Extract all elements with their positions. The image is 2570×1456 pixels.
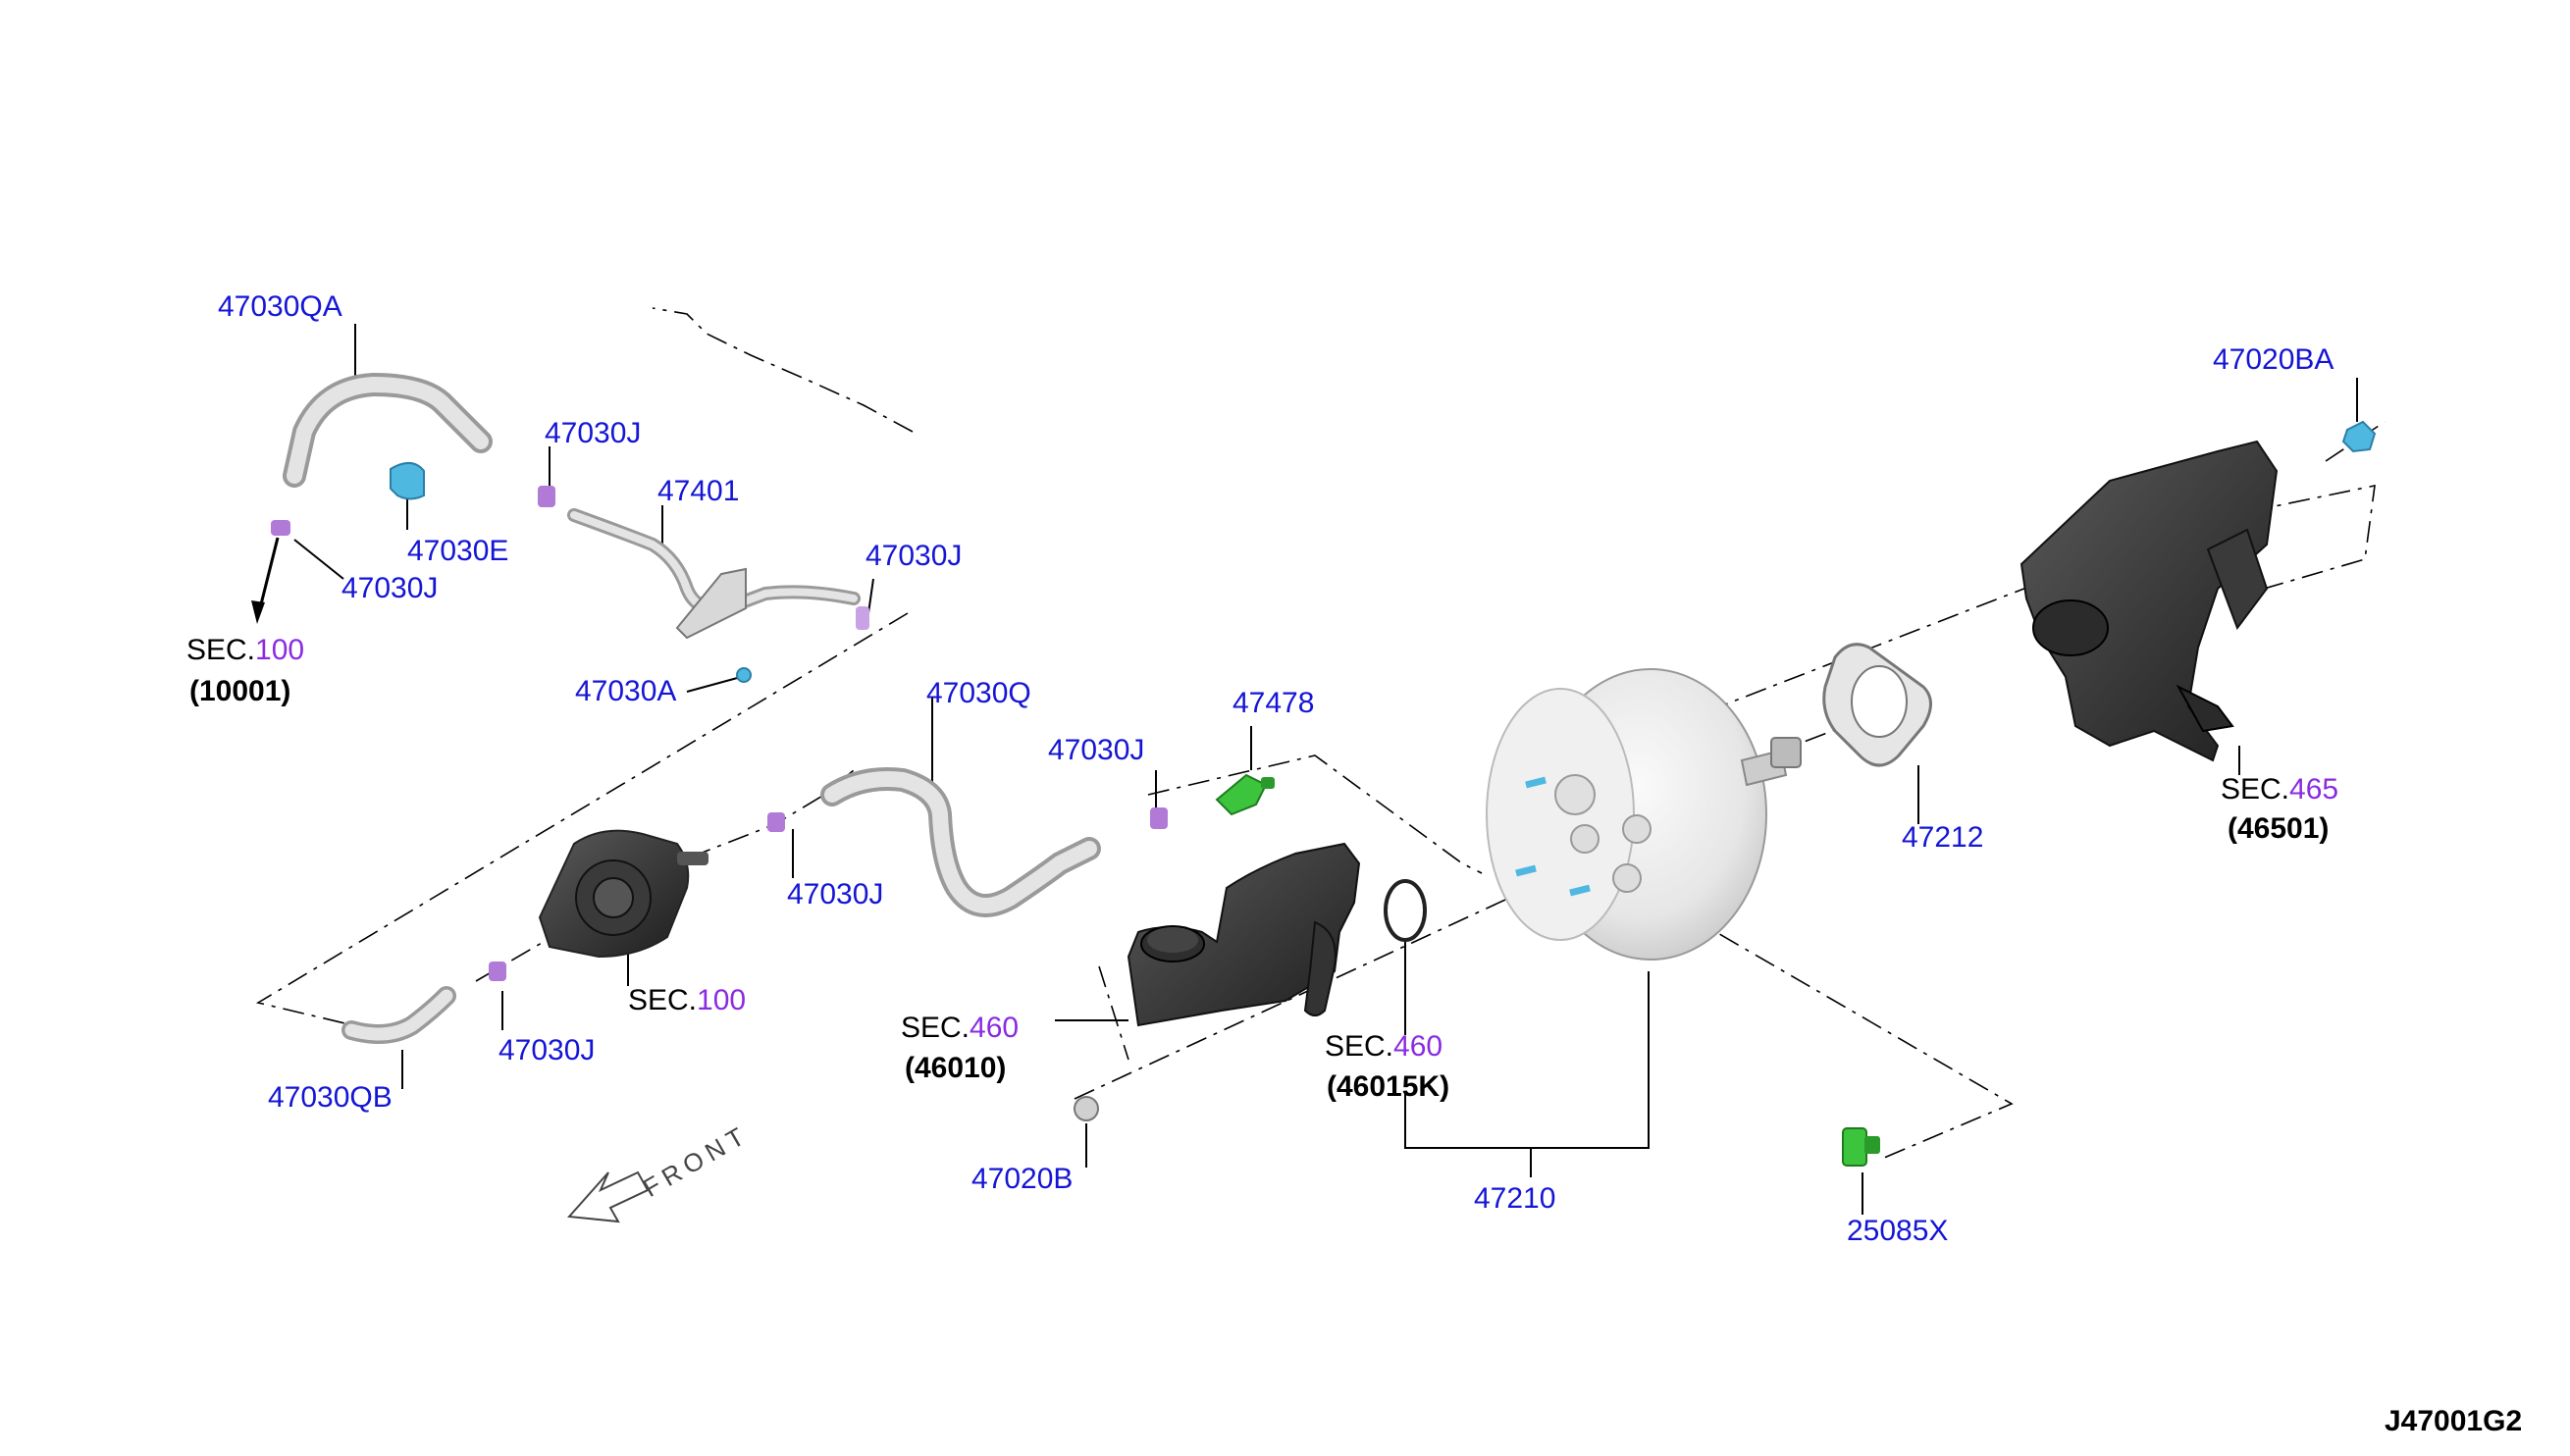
- arrow-sec100: [258, 537, 280, 609]
- label-47030A[interactable]: 47030A: [575, 675, 677, 707]
- assembly-line-sensor: [1648, 892, 2014, 1159]
- clip-47030J-c: [856, 606, 869, 630]
- label-47030QB[interactable]: 47030QB: [268, 1081, 393, 1114]
- label-47478[interactable]: 47478: [1233, 687, 1315, 719]
- label-47030J-d[interactable]: 47030J: [1048, 734, 1145, 766]
- bolt-47030A: [736, 667, 752, 683]
- leader-47210: [1404, 971, 1650, 1149]
- section-ref-460-a[interactable]: SEC.460: [901, 1012, 1019, 1045]
- label-47210[interactable]: 47210: [1474, 1182, 1556, 1215]
- hose-47030QB-highlight: [344, 989, 453, 1041]
- section-prefix: SEC.: [628, 984, 698, 1016]
- label-47212[interactable]: 47212: [1902, 821, 1984, 854]
- section-ref-100-b[interactable]: SEC.100: [628, 984, 746, 1017]
- check-valve-47478: [1215, 773, 1275, 816]
- section-number: 460: [970, 1012, 1020, 1044]
- section-ref-460-b[interactable]: SEC.460: [1325, 1030, 1442, 1064]
- section-sub-46501: (46501): [2228, 812, 2330, 845]
- o-ring: [1384, 879, 1427, 942]
- pedal-assembly: [2019, 440, 2279, 762]
- leader-47030J-c: [867, 578, 874, 614]
- clip-47030J-a: [271, 520, 290, 536]
- hose-47030Q-highlight: [824, 771, 1097, 913]
- label-47030J-a[interactable]: 47030J: [341, 572, 439, 604]
- nut-47020BA: [2341, 420, 2377, 453]
- section-ref-100-a[interactable]: SEC.100: [186, 634, 304, 667]
- leader-47030J-a: [293, 539, 344, 580]
- assembly-line-booster-lower: [1074, 887, 1532, 1100]
- label-47401[interactable]: 47401: [657, 475, 740, 507]
- leader-47030A: [686, 676, 742, 693]
- nut-47020B: [1074, 1096, 1099, 1121]
- label-47030J-f[interactable]: 47030J: [498, 1034, 596, 1066]
- section-number: 460: [1393, 1030, 1443, 1063]
- bracket-47401: [675, 567, 747, 640]
- section-sub-10001: (10001): [189, 675, 291, 707]
- assembly-line-upper: [652, 307, 914, 433]
- hose-47030QA-highlight: [287, 376, 489, 484]
- label-47020B[interactable]: 47020B: [971, 1163, 1074, 1195]
- label-47030J-c[interactable]: 47030J: [865, 540, 963, 572]
- assembly-line-pump: [1147, 754, 1483, 874]
- section-ref-465[interactable]: SEC.465: [2221, 773, 2338, 806]
- arrowhead-sec100: [251, 600, 265, 624]
- section-number: 465: [2289, 773, 2339, 806]
- diagram-id: J47001G2: [2385, 1405, 2523, 1437]
- section-prefix: SEC.: [901, 1012, 970, 1044]
- sensor-25085X: [1842, 1127, 1880, 1167]
- bracket-47030E: [390, 462, 425, 500]
- label-47030QA[interactable]: 47030QA: [218, 290, 342, 323]
- label-47030J-e[interactable]: 47030J: [787, 878, 884, 910]
- master-cylinder-reservoir: [1127, 842, 1361, 1027]
- section-sub-46010: (46010): [905, 1052, 1007, 1084]
- brake-booster-47210: [1486, 668, 1802, 961]
- gasket-47212: [1822, 643, 1932, 767]
- tube-47401-highlight: [570, 511, 858, 613]
- clip-47030J-f: [489, 962, 506, 981]
- vacuum-pump: [538, 829, 708, 959]
- assembly-line-return: [255, 612, 909, 1026]
- section-prefix: SEC.: [2221, 773, 2290, 806]
- label-47020BA[interactable]: 47020BA: [2213, 343, 2334, 376]
- section-prefix: SEC.: [186, 634, 256, 666]
- label-47030E[interactable]: 47030E: [407, 535, 509, 567]
- section-number: 100: [697, 984, 747, 1016]
- assembly-line-pedal-2: [2325, 421, 2386, 462]
- front-arrow: [566, 1170, 650, 1223]
- label-25085X[interactable]: 25085X: [1847, 1215, 1949, 1247]
- label-47030J-b[interactable]: 47030J: [545, 417, 642, 449]
- label-47030Q[interactable]: 47030Q: [926, 677, 1031, 709]
- section-prefix: SEC.: [1325, 1030, 1394, 1063]
- clip-47030J-d: [1150, 807, 1168, 829]
- section-number: 100: [255, 634, 305, 666]
- clip-47030J-b: [538, 486, 555, 507]
- clip-47030J-e: [767, 812, 785, 832]
- assembly-line-reservoir: [1098, 965, 1129, 1061]
- section-sub-46015K: (46015K): [1327, 1070, 1450, 1103]
